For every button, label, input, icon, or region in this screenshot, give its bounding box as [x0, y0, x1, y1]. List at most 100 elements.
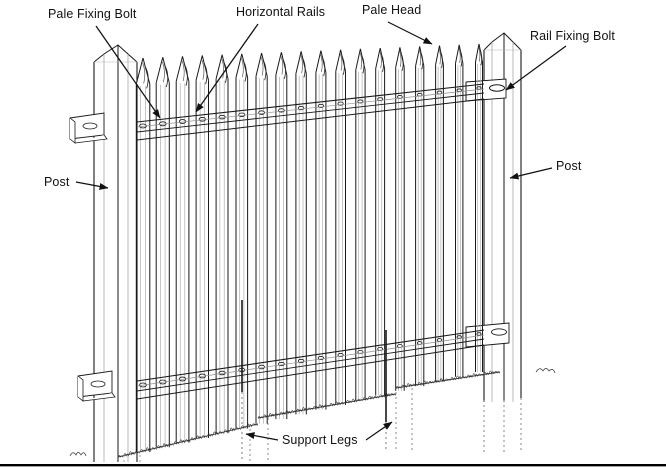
- grass-tuft: [477, 373, 484, 377]
- annotation-pale-head: Pale Head: [362, 3, 433, 45]
- grass-tuft: [412, 383, 418, 387]
- grass-tuft: [428, 381, 435, 384]
- annotation-pale-fixing-bolt: Pale Fixing Bolt: [48, 7, 161, 119]
- grass-tuft: [346, 400, 352, 404]
- grass-tuft: [162, 443, 169, 448]
- annotation-label: Post: [44, 175, 70, 189]
- pale: [395, 47, 405, 391]
- grass-tuft: [445, 378, 451, 382]
- grass-tuft: [252, 423, 258, 427]
- grass-tuft: [357, 398, 363, 402]
- grass-tuft: [406, 383, 413, 388]
- post-left-lower-bracket: [77, 370, 116, 402]
- horizontal-rail-upper: [136, 83, 485, 141]
- grass-tuft: [417, 382, 424, 386]
- pale: [475, 43, 483, 372]
- grass-tuft: [483, 372, 489, 376]
- grass-tuft: [151, 447, 157, 450]
- grass-tuft: [290, 410, 297, 413]
- grass-tuft: [168, 443, 174, 446]
- grass-tuft: [323, 404, 330, 408]
- annotation-horizontal-rails: Horizontal Rails: [195, 5, 325, 113]
- pale-fixing-bolt-upper: [456, 88, 462, 92]
- grass-tuft: [390, 393, 396, 396]
- grass-tuft: [140, 449, 146, 453]
- grass-tuft: [229, 427, 236, 432]
- grass-tuft: [179, 439, 185, 444]
- pale: [335, 49, 346, 405]
- annotation-rail-fixing-bolt: Rail Fixing Bolt: [505, 29, 615, 91]
- grass-tuft: [301, 407, 308, 412]
- grass-tuft: [190, 437, 197, 441]
- post-right-underground: [483, 398, 522, 452]
- grass-tuft: [472, 373, 478, 378]
- annotation-support-legs: Support Legs: [245, 432, 357, 447]
- grass-tuft: [201, 435, 208, 438]
- grass-tuft: [368, 395, 374, 401]
- grass-tuft: [268, 413, 275, 418]
- pale-fixing-bolt-lower: [456, 335, 462, 339]
- pale: [355, 48, 366, 401]
- annotation-post-right: Post: [509, 159, 582, 180]
- pale: [275, 52, 288, 420]
- grass-tuft: [401, 384, 407, 389]
- pale: [415, 46, 425, 387]
- grass-tuft: [156, 445, 163, 449]
- grass-tuft: [285, 410, 291, 415]
- grass-tuft-right: [535, 368, 556, 374]
- grass-tuft: [362, 397, 369, 401]
- grass-tuft: [488, 370, 495, 375]
- grass-tuft: [379, 394, 385, 398]
- grass-tuft: [373, 395, 380, 399]
- grass-tuft: [184, 439, 191, 442]
- grass-tuft: [207, 433, 213, 437]
- grass-tuft: [395, 386, 402, 389]
- pale: [255, 52, 268, 424]
- annotation-arrow: [387, 21, 433, 45]
- rail-fixing-bolt-detail: [489, 84, 505, 92]
- grass-tuft: [257, 416, 264, 419]
- grass-tuft: [466, 374, 473, 379]
- grass-tuft: [423, 380, 429, 386]
- grass-tuft: [434, 379, 440, 384]
- grass-tuft: [340, 401, 347, 405]
- pale: [135, 57, 151, 452]
- grass-tuft: [334, 401, 341, 406]
- annotation-arrow: [505, 45, 567, 91]
- grass-tuft: [218, 431, 225, 434]
- grass-tuft: [212, 431, 219, 436]
- annotation-label: Rail Fixing Bolt: [530, 29, 615, 43]
- grass-tuft: [123, 453, 129, 457]
- annotation-layer: Pale Fixing Bolt Horizontal Rails Pale Hea…: [44, 3, 615, 447]
- ground-line: [117, 370, 501, 458]
- grass-tuft: [351, 398, 358, 403]
- grass-tuft: [240, 425, 247, 429]
- grass-tuft: [246, 423, 253, 428]
- pale: [175, 56, 190, 443]
- annotation-arrow: [245, 432, 279, 441]
- post-right-lower-bracket: [465, 322, 510, 348]
- annotation-label: Pale Fixing Bolt: [48, 7, 137, 21]
- grass-tuft: [145, 447, 152, 452]
- annotation-arrow: [509, 167, 553, 180]
- annotation-arrow: [95, 25, 161, 119]
- grass-tuft: [224, 429, 230, 433]
- grass-tuft: [329, 403, 336, 407]
- annotation-label: Horizontal Rails: [236, 5, 325, 19]
- pale: [455, 44, 464, 377]
- pale: [195, 55, 209, 438]
- grass-tuft: [312, 405, 319, 410]
- grass-tuft: [455, 375, 462, 380]
- grass-tuft: [128, 451, 135, 456]
- grass-tuft: [134, 451, 141, 454]
- pale: [375, 47, 386, 396]
- horizontal-rail-lower: [136, 329, 485, 400]
- grass-tuft: [235, 427, 241, 431]
- grass-tuft: [461, 376, 467, 379]
- grass-tuft: [494, 370, 500, 374]
- support-legs-group: [123, 300, 413, 462]
- grass-tuft: [296, 408, 302, 413]
- grass-tuft: [439, 378, 446, 383]
